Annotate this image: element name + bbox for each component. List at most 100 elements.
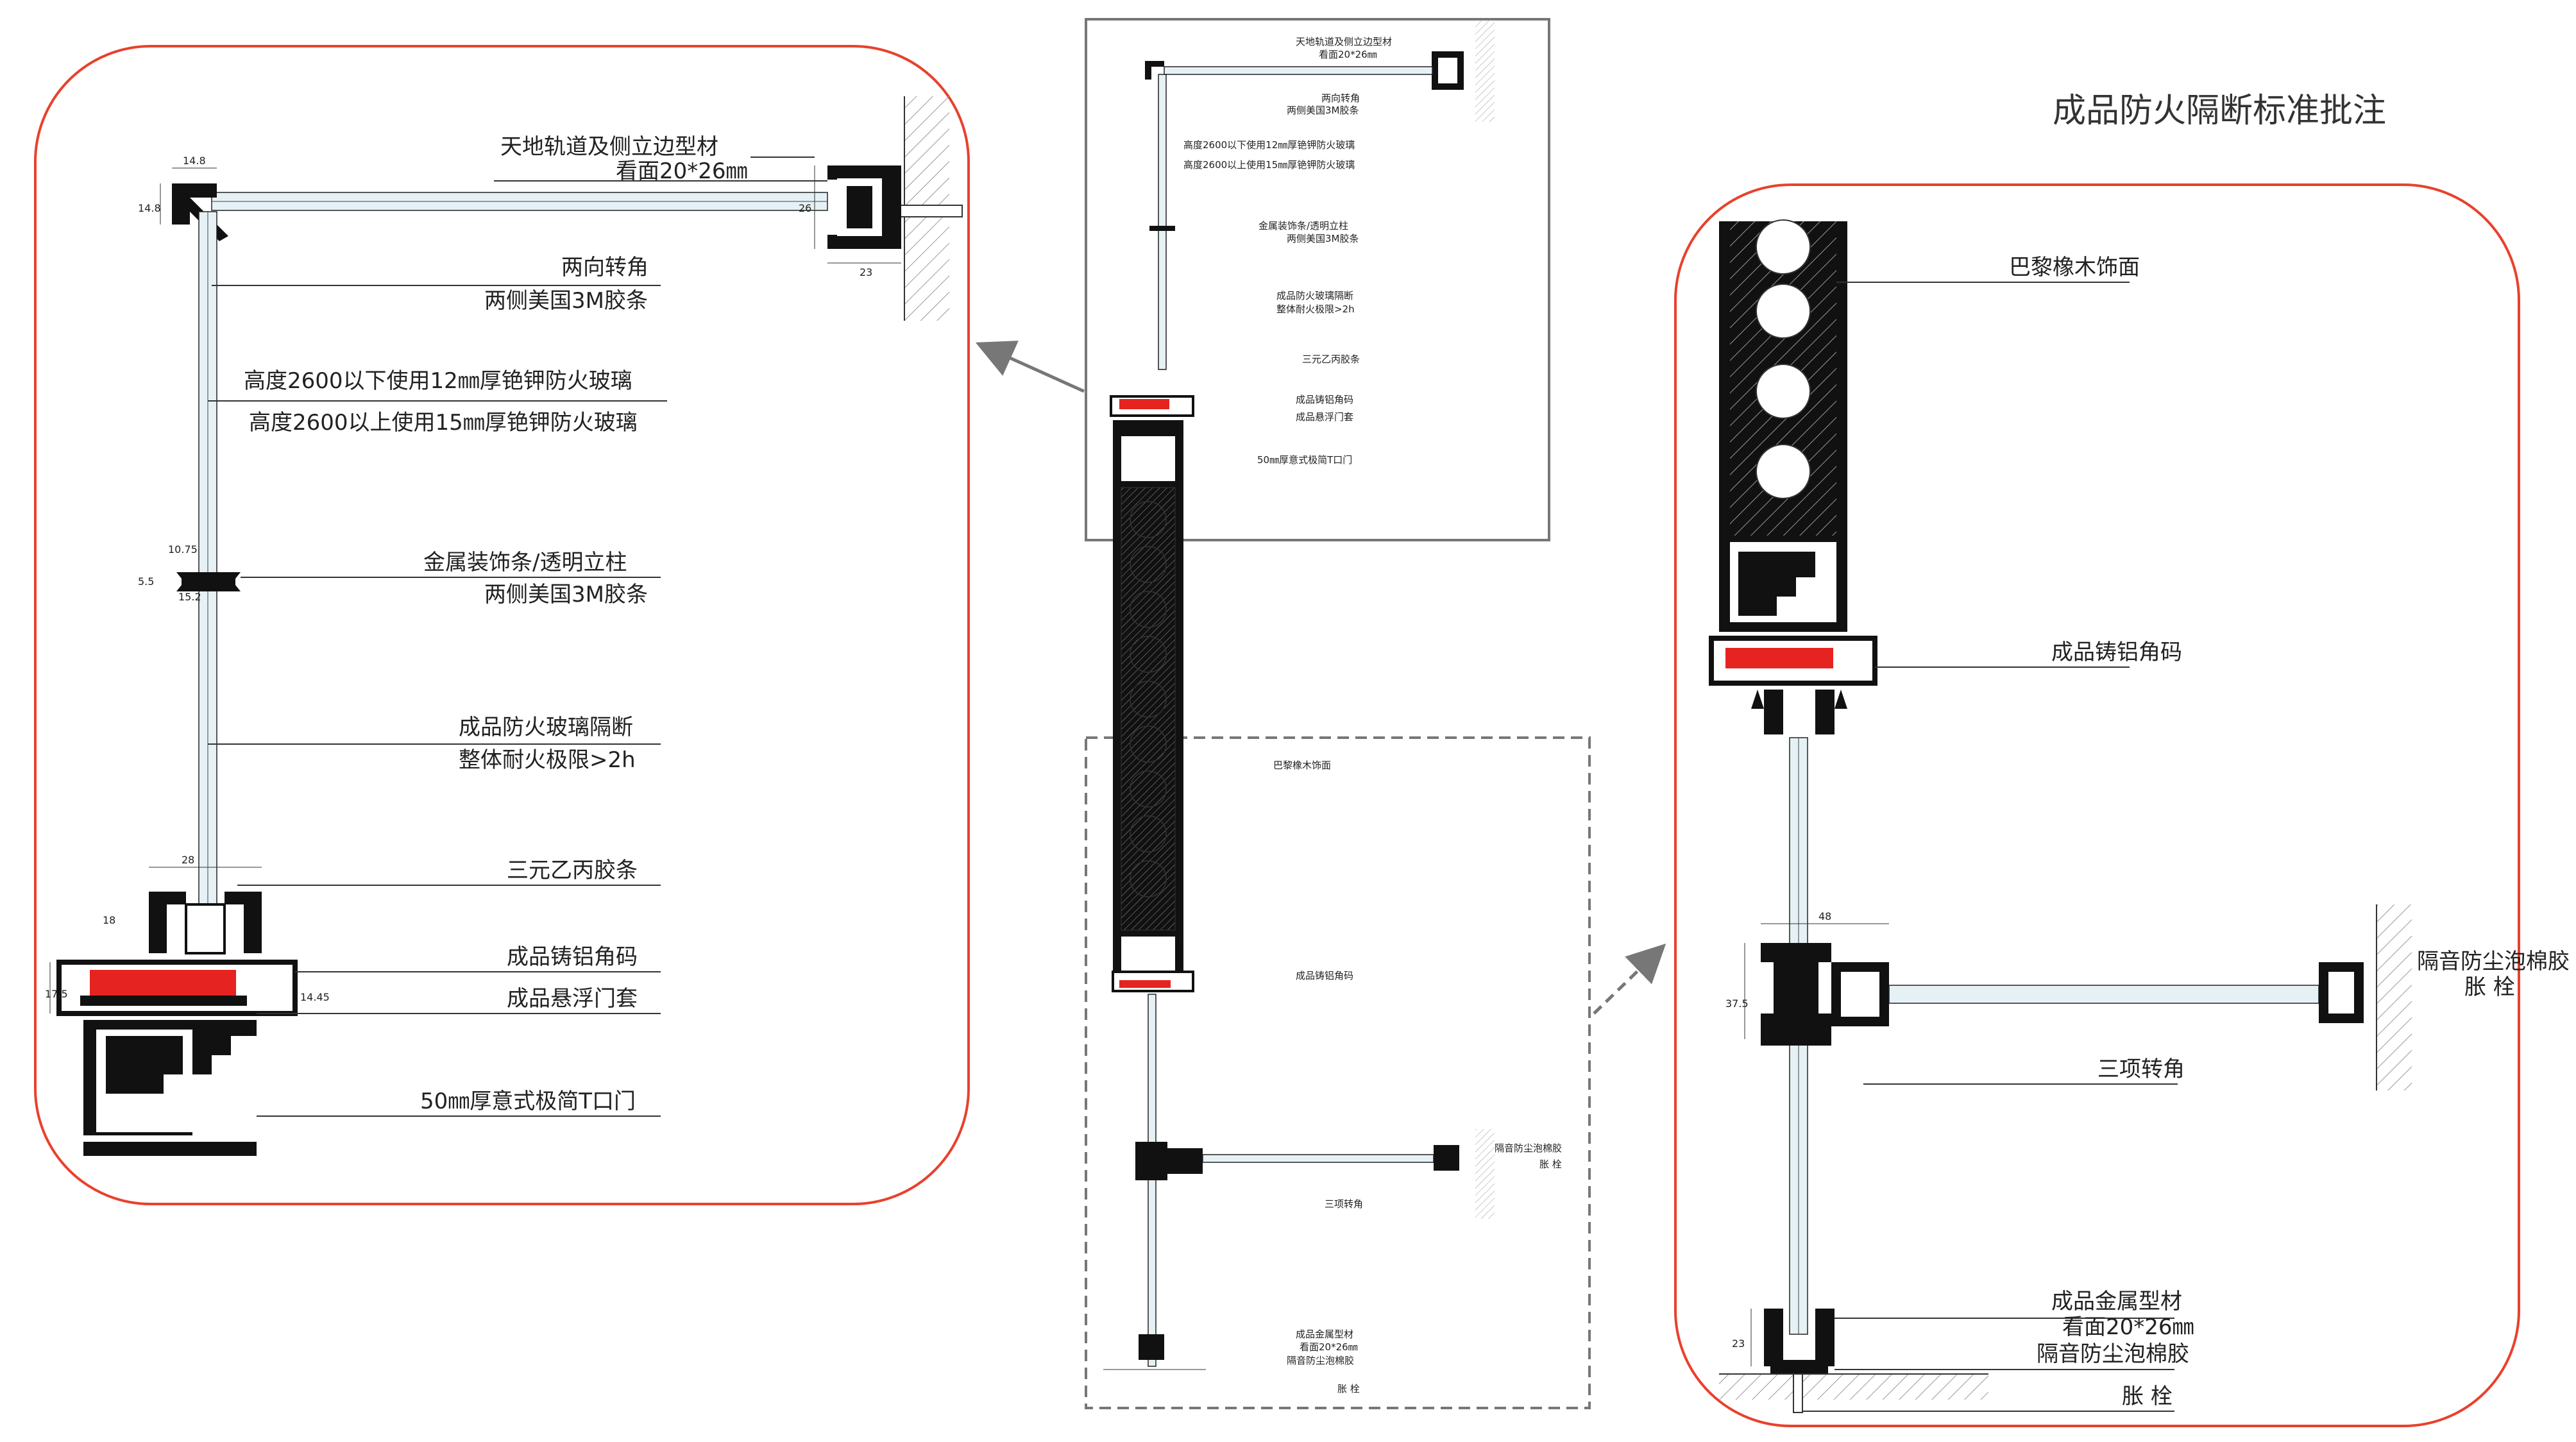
left-bracket-base <box>80 996 247 1006</box>
r-label-metal-2: 看面20*26㎜ <box>2062 1314 2194 1340</box>
r-label-metal-3: 隔音防尘泡棉胶 <box>2037 1341 2189 1367</box>
right-red-insert <box>1725 648 1833 668</box>
r-label-foam-2: 胀 栓 <box>2464 974 2515 1000</box>
dim-14-8-h: 14.8 <box>138 202 161 214</box>
r-label-bracket: 成品铸铝角码 <box>2051 640 2182 665</box>
c-label-5: 高度2600以上使用15㎜厚铯钾防火玻璃 <box>1183 159 1355 171</box>
center-overview: 天地轨道及侧立边型材 看面20*26㎜ 两向转角 两侧美国3M胶条 高度2600… <box>1085 18 1591 1409</box>
right-wall-hatch <box>2377 904 2412 1090</box>
r-label-anchor: 胀 栓 <box>2122 1384 2173 1409</box>
dim-26: 26 <box>799 202 811 214</box>
left-anchor-bolt <box>897 205 963 217</box>
left-epdm-left <box>149 892 186 953</box>
dim-14-45: 14.45 <box>300 991 330 1003</box>
dim-28: 28 <box>182 854 194 866</box>
left-corner-profile <box>172 183 217 225</box>
left-detail-frame <box>34 45 970 1205</box>
arrow-to-right <box>1593 944 1666 1015</box>
left-detail-panel: 14.8 14.8 26 23 10.75 5.5 15.2 28 18 17.… <box>34 45 970 1205</box>
center-top-wall <box>1475 19 1495 122</box>
right-floor-profile <box>1764 1309 1835 1366</box>
center-branch-wall <box>1475 1129 1495 1219</box>
right-oak-circles <box>1756 219 1811 499</box>
left-dimensions: 14.8 14.8 26 23 10.75 5.5 15.2 28 18 17.… <box>45 155 901 1014</box>
label-post-2: 两侧美国3M胶条 <box>484 582 648 607</box>
c-label-8: 成品防火玻璃隔断 <box>1276 290 1353 301</box>
c-label-17: 胀 栓 <box>1539 1158 1562 1170</box>
c-label-19: 成品金属型材 <box>1296 1328 1353 1340</box>
dim-23-r: 23 <box>1732 1337 1745 1350</box>
dim-18: 18 <box>103 914 115 926</box>
label-track-1: 天地轨道及侧立边型材 <box>500 134 718 160</box>
dim-5-5: 5.5 <box>138 575 154 588</box>
center-top-h-glass <box>1164 66 1433 75</box>
left-metal-post <box>176 572 241 591</box>
arrow-to-left <box>975 341 1085 393</box>
center-branch-end <box>1434 1145 1459 1171</box>
right-t-arm-void <box>1841 972 1879 1017</box>
right-labels: 巴黎橡木饰面 成品铸铝角码 隔音防尘泡棉胶 胀 栓 三项转角 成品金属型材 看面… <box>1802 255 2570 1412</box>
center-t-arm <box>1167 1148 1203 1174</box>
right-clip-lips <box>1751 690 1847 709</box>
center-post-1 <box>1149 226 1175 231</box>
dim-14-8-w: 14.8 <box>183 155 206 167</box>
r-label-oak: 巴黎橡木饰面 <box>2009 255 2140 280</box>
left-door-bottom <box>83 1142 257 1156</box>
dim-48: 48 <box>1818 910 1831 922</box>
label-bracket: 成品铸铝角码 <box>507 944 638 970</box>
center-bottom-red <box>1119 980 1171 988</box>
label-sleeve: 成品悬浮门套 <box>507 986 638 1012</box>
dim-23: 23 <box>860 266 872 278</box>
c-label-10: 三元乙丙胶条 <box>1302 353 1360 365</box>
c-label-0: 天地轨道及侧立边型材 <box>1296 36 1392 47</box>
c-label-20: 看面20*26㎜ <box>1300 1341 1358 1353</box>
c-label-12: 成品悬浮门套 <box>1296 411 1353 423</box>
c-label-3: 两侧美国3M胶条 <box>1287 105 1359 116</box>
dim-15-2: 15.2 <box>178 591 201 603</box>
left-track-core <box>847 186 872 228</box>
left-door-core <box>106 1036 183 1094</box>
c-label-14: 巴黎橡木饰面 <box>1273 759 1331 771</box>
c-label-4: 高度2600以下使用12㎜厚铯钾防火玻璃 <box>1183 139 1355 151</box>
r-label-metal-1: 成品金属型材 <box>2051 1289 2182 1314</box>
r-label-corner3: 三项转角 <box>2097 1056 2185 1082</box>
label-corner-2: 两侧美国3M胶条 <box>484 288 648 314</box>
center-labels: 天地轨道及侧立边型材 看面20*26㎜ 两向转角 两侧美国3M胶条 高度2600… <box>1183 36 1562 1395</box>
dim-17-5: 17.5 <box>45 988 68 1000</box>
c-label-11: 成品铸铝角码 <box>1296 394 1353 405</box>
center-bottom-box <box>1085 736 1591 1409</box>
center-oak-foot <box>1121 937 1175 972</box>
center-branch-glass <box>1202 1154 1434 1163</box>
label-door: 50㎜厚意式极简T口门 <box>420 1089 636 1114</box>
c-label-15: 成品铸铝角码 <box>1296 970 1353 981</box>
center-t-junction <box>1135 1142 1167 1180</box>
center-floor-profile <box>1139 1334 1164 1360</box>
right-dimensions: 48 37.5 23 <box>1725 910 1889 1366</box>
right-clip <box>1764 690 1835 734</box>
dim-10-75: 10.75 <box>168 543 198 556</box>
left-metal-post-bar <box>182 577 235 586</box>
label-glass-1: 高度2600以下使用12㎜厚铯钾防火玻璃 <box>244 368 632 394</box>
c-label-6: 金属装饰条/透明立柱 <box>1258 220 1348 232</box>
label-partition-2: 整体耐火极限>2h <box>459 747 636 773</box>
c-label-13: 50㎜厚意式极简T口门 <box>1257 454 1352 466</box>
right-floor-hatch <box>1719 1374 1988 1400</box>
right-detail-panel: 48 37.5 23 巴黎橡木饰面 成品铸铝角码 隔音防尘泡棉胶 胀 栓 三项转… <box>1674 183 2570 1427</box>
label-corner-1: 两向转角 <box>561 255 648 280</box>
center-top-box <box>1085 18 1550 541</box>
left-labels: 天地轨道及侧立边型材 看面20*26㎜ 两向转角 两侧美国3M胶条 高度2600… <box>208 134 827 1117</box>
c-label-22: 胀 栓 <box>1337 1383 1360 1395</box>
right-anchor-bolt <box>1793 1373 1803 1413</box>
left-epdm-channel <box>185 903 226 954</box>
left-red-insert <box>90 970 236 996</box>
center-top-corner <box>1145 61 1164 80</box>
center-oak-fill <box>1121 487 1176 931</box>
right-oak-core <box>1738 552 1815 616</box>
center-v-glass-top <box>1158 74 1167 370</box>
c-label-9: 整体耐火极限>2h <box>1276 303 1355 315</box>
center-oak-circles <box>1130 501 1167 897</box>
label-partition-1: 成品防火玻璃隔断 <box>459 715 633 740</box>
center-top-red <box>1119 399 1169 409</box>
